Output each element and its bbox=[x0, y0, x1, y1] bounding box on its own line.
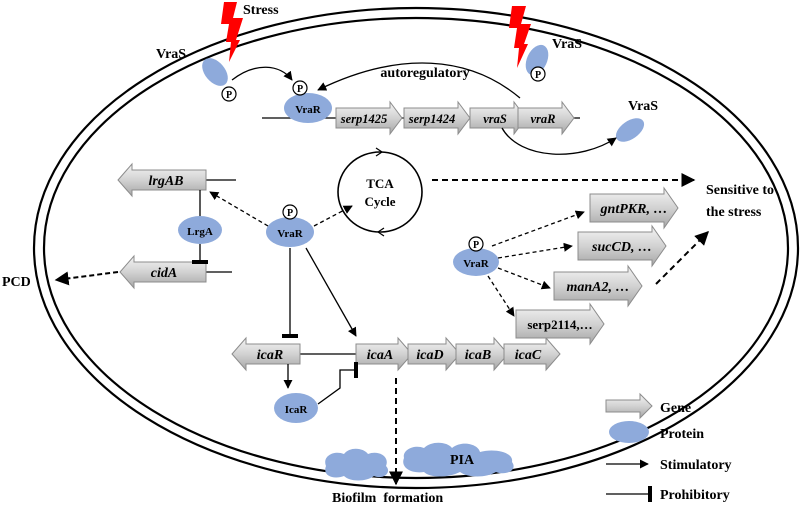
legend-protein-icon bbox=[609, 421, 649, 443]
svg-text:lrgAB: lrgAB bbox=[148, 174, 183, 189]
gene-arrow-gntPKR: gntPKR, … bbox=[589, 186, 679, 230]
gene-arrow-icaA: icaA bbox=[355, 336, 413, 372]
svg-text:VraR: VraR bbox=[463, 258, 490, 270]
gene-arrow-sucCD: sucCD, … bbox=[577, 224, 667, 268]
svg-text:vraR: vraR bbox=[531, 112, 556, 126]
legend-protein-label: Protein bbox=[660, 427, 704, 442]
svg-text:sucCD, …: sucCD, … bbox=[591, 240, 652, 255]
vrar-to-sucCD-arrow bbox=[497, 242, 573, 259]
svg-text:icaA: icaA bbox=[367, 348, 393, 363]
vrar-to-lrgAB-arrow bbox=[209, 191, 269, 227]
vras-label-top-right: VraS bbox=[552, 37, 582, 52]
tca-cycle bbox=[337, 151, 423, 233]
cell-membrane-inner bbox=[42, 16, 790, 480]
lrgA-protein bbox=[178, 216, 222, 244]
vrar-to-tca-arrow bbox=[313, 205, 353, 227]
gene-arrow-serp2114: serp2114,… bbox=[515, 302, 605, 346]
phosphate-icon bbox=[468, 236, 484, 252]
tca-label: TCA bbox=[366, 176, 394, 191]
phosphate-icon bbox=[221, 86, 237, 102]
svg-text:icaR: icaR bbox=[257, 348, 283, 363]
gene-arrow-lrgAB: lrgAB bbox=[117, 162, 207, 198]
svg-text:serp1424: serp1424 bbox=[408, 112, 456, 126]
genes-to-sensitive-arrow bbox=[655, 231, 709, 285]
svg-text:icaD: icaD bbox=[416, 348, 443, 363]
sensitive-label: Sensitive to bbox=[706, 183, 774, 198]
phosphorylation-arrow bbox=[231, 66, 293, 81]
autoregulatory-arrow bbox=[317, 62, 521, 99]
legend-stimulatory-label: Stimulatory bbox=[660, 458, 732, 473]
svg-text:VraR: VraR bbox=[277, 228, 304, 240]
svg-text:P: P bbox=[535, 70, 541, 81]
svg-text:P: P bbox=[473, 240, 479, 251]
vras-protein-right bbox=[615, 118, 645, 142]
pcd-label: PCD bbox=[2, 275, 31, 290]
svg-text:VraR: VraR bbox=[295, 104, 322, 116]
vrar-activates-icaA bbox=[305, 247, 357, 337]
cidA-to-pcd-arrow bbox=[54, 271, 119, 286]
stress-bolt-left bbox=[221, 2, 243, 62]
vrar-to-serp2114-arrow bbox=[487, 275, 515, 317]
svg-text:vraS: vraS bbox=[483, 112, 507, 126]
phosphate-icon bbox=[292, 80, 308, 96]
svg-text:P: P bbox=[226, 90, 232, 101]
gene-arrow-icaD: icaD bbox=[407, 336, 461, 372]
biofilm-label: Biofilm formation bbox=[332, 491, 443, 506]
svg-text:P: P bbox=[287, 208, 293, 219]
vraS-translation-arrow bbox=[501, 127, 617, 155]
vrar-protein-right bbox=[453, 248, 499, 276]
gene-arrow-serp1424: serp1424 bbox=[403, 100, 471, 136]
svg-text:LrgA: LrgA bbox=[187, 226, 213, 238]
gene-arrow-icaR: icaR bbox=[231, 336, 301, 372]
vrar-protein-center bbox=[266, 217, 314, 247]
svg-text:serp2114,…: serp2114,… bbox=[527, 317, 592, 332]
phosphate-icon bbox=[282, 204, 298, 220]
vras-label-top-left: VraS bbox=[156, 47, 186, 62]
cell-membrane-outer bbox=[32, 6, 800, 490]
sensitive-label-2: the stress bbox=[706, 205, 762, 220]
legend-prohibitory-label: Prohibitory bbox=[660, 488, 730, 503]
legend-gene-label: Gene bbox=[660, 401, 691, 416]
svg-text:manA2, …: manA2, … bbox=[566, 280, 629, 295]
legend: Gene Protein Stimulatory Prohibitory bbox=[605, 392, 732, 503]
pia-cloud-right bbox=[403, 442, 514, 477]
gene-arrow-cidA: cidA bbox=[119, 254, 207, 290]
legend-gene-icon bbox=[605, 392, 653, 420]
svg-text:gntPKR, …: gntPKR, … bbox=[600, 202, 668, 217]
pia-label: PIA bbox=[450, 453, 475, 468]
gene-arrow-serp1425: serp1425 bbox=[335, 100, 403, 136]
gene-arrow-vraS: vraS bbox=[469, 100, 527, 136]
svg-text:IcaR: IcaR bbox=[285, 404, 309, 416]
tca-label-cycle: Cycle bbox=[364, 194, 395, 209]
stress-bolt-right bbox=[509, 6, 531, 68]
vrar-protein-top bbox=[284, 93, 332, 123]
pia-cloud-left bbox=[325, 448, 389, 481]
svg-text:cidA: cidA bbox=[151, 266, 177, 281]
stress-label: Stress bbox=[243, 3, 279, 18]
svg-text:icaB: icaB bbox=[465, 348, 491, 363]
vras-label-right: VraS bbox=[628, 99, 658, 114]
svg-text:serp1425: serp1425 bbox=[340, 112, 388, 126]
svg-text:icaC: icaC bbox=[515, 348, 542, 363]
svg-text:P: P bbox=[297, 84, 303, 95]
autoregulatory-label: autoregulatory bbox=[380, 66, 469, 81]
vrar-to-gntPKR-arrow bbox=[491, 210, 585, 247]
icaR-inhibits-icaA bbox=[317, 362, 358, 405]
vras-protein-top-left bbox=[202, 58, 228, 86]
phosphate-icon bbox=[530, 66, 546, 82]
gene-arrow-icaC: icaC bbox=[503, 336, 561, 372]
vras-protein-top-right bbox=[525, 44, 549, 76]
gene-arrow-icaB: icaB bbox=[455, 336, 509, 372]
icaR-protein bbox=[274, 393, 318, 423]
vrar-to-manA2-arrow bbox=[497, 267, 551, 290]
gene-arrow-vraR: vraR bbox=[517, 100, 575, 136]
gene-arrow-manA2: manA2, … bbox=[553, 264, 643, 308]
